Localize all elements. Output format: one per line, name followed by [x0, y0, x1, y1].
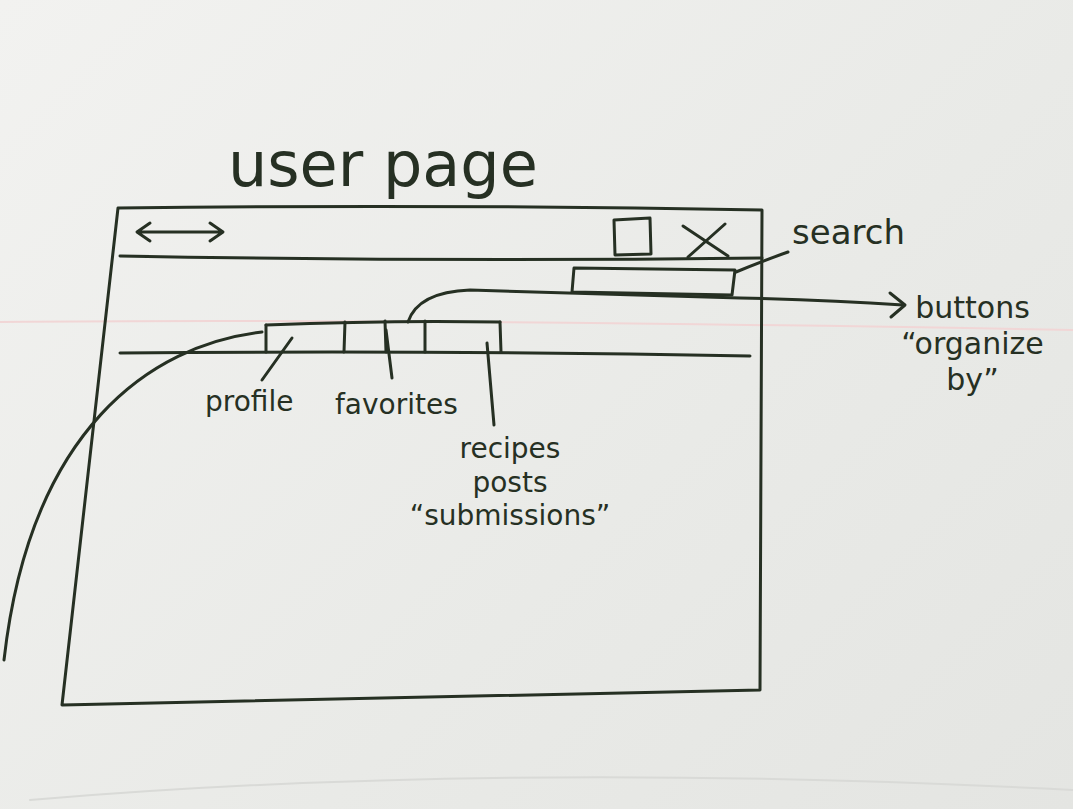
leader-line [736, 252, 788, 272]
tab-baseline [120, 352, 750, 356]
title-bar-line [120, 256, 762, 260]
leader-line [487, 343, 494, 425]
page-title: user page [228, 128, 538, 202]
tab-dividers [266, 321, 501, 352]
pointer-line [408, 290, 903, 322]
note-label: buttons “organize by” [880, 290, 1065, 398]
arrow-head [890, 293, 905, 317]
leader-line [386, 330, 392, 378]
search-box [572, 268, 735, 295]
tab-label: favorites [335, 388, 458, 422]
pointer-line [4, 332, 262, 660]
faint-mark [30, 777, 1073, 800]
back-forward-icon [137, 223, 223, 241]
browser-window: profile favorites recipes posts “submissio… [62, 207, 762, 705]
tab-label: recipes posts “submissions” [380, 432, 640, 533]
tab-label: profile [205, 385, 293, 419]
window-outline [62, 206, 762, 705]
leader-line [262, 338, 292, 380]
maximize-icon [614, 218, 651, 255]
close-icon [683, 224, 728, 257]
tab-top [266, 321, 500, 325]
note-label: search [792, 212, 905, 253]
